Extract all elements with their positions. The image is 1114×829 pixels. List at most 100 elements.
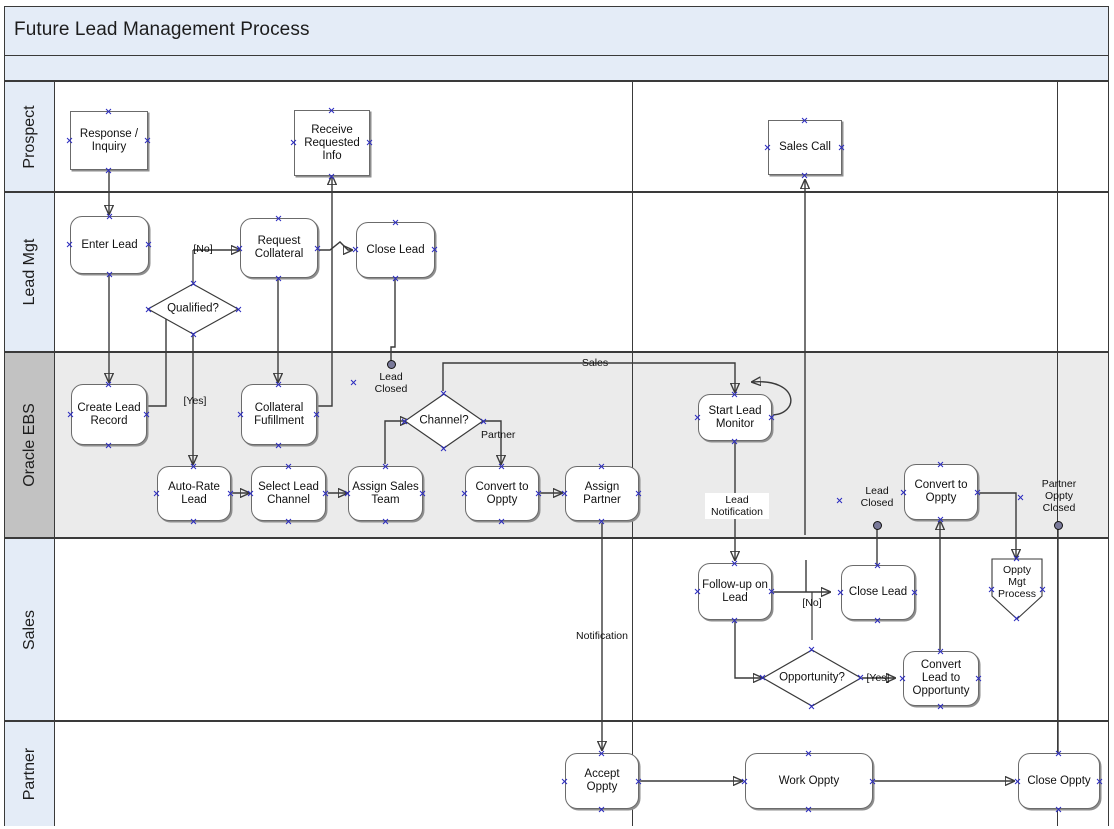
handle[interactable] — [535, 490, 542, 497]
handle[interactable] — [313, 411, 320, 418]
handle[interactable] — [764, 144, 771, 151]
handle[interactable] — [1013, 555, 1020, 562]
handle[interactable] — [190, 331, 197, 338]
handle[interactable] — [808, 703, 815, 710]
handle[interactable] — [741, 778, 748, 785]
handle[interactable] — [1017, 494, 1024, 501]
handle[interactable] — [352, 246, 359, 253]
handle[interactable] — [350, 379, 357, 386]
handle[interactable] — [598, 518, 605, 525]
handle[interactable] — [419, 490, 426, 497]
handle[interactable] — [874, 617, 881, 624]
handle[interactable] — [561, 490, 568, 497]
handle[interactable] — [275, 381, 282, 388]
handle[interactable] — [937, 703, 944, 710]
handle[interactable] — [801, 172, 808, 179]
handle[interactable] — [498, 518, 505, 525]
handle[interactable] — [247, 490, 254, 497]
handle[interactable] — [144, 137, 151, 144]
handle[interactable] — [874, 562, 881, 569]
handle[interactable] — [768, 414, 775, 421]
handle[interactable] — [937, 516, 944, 523]
handle[interactable] — [106, 271, 113, 278]
handle[interactable] — [275, 442, 282, 449]
handle[interactable] — [900, 489, 907, 496]
handle[interactable] — [440, 390, 447, 397]
node-response-inquiry[interactable]: Response /Inquiry — [70, 111, 148, 170]
handle[interactable] — [237, 411, 244, 418]
handle[interactable] — [190, 280, 197, 287]
handle[interactable] — [275, 275, 282, 282]
node-close-lead-lead-mgt[interactable]: Close Lead — [356, 222, 435, 278]
handle[interactable] — [328, 173, 335, 180]
handle[interactable] — [322, 490, 329, 497]
handle[interactable] — [440, 445, 447, 452]
handle[interactable] — [694, 414, 701, 421]
node-close-lead-sales[interactable]: Close Lead — [841, 565, 915, 620]
handle[interactable] — [805, 806, 812, 813]
handle[interactable] — [899, 675, 906, 682]
handle[interactable] — [911, 589, 918, 596]
handle[interactable] — [759, 674, 766, 681]
handle[interactable] — [836, 497, 843, 504]
handle[interactable] — [1013, 615, 1020, 622]
handle[interactable] — [731, 438, 738, 445]
handle[interactable] — [285, 518, 292, 525]
handle[interactable] — [561, 778, 568, 785]
node-channel-decision[interactable]: Channel? — [404, 393, 484, 449]
handle[interactable] — [461, 490, 468, 497]
handle[interactable] — [366, 139, 373, 146]
node-work-oppty[interactable]: Work Oppty — [745, 753, 873, 809]
handle[interactable] — [974, 489, 981, 496]
handle[interactable] — [145, 241, 152, 248]
handle[interactable] — [105, 442, 112, 449]
handle[interactable] — [105, 108, 112, 115]
handle[interactable] — [598, 463, 605, 470]
handle[interactable] — [145, 306, 152, 313]
handle[interactable] — [498, 463, 505, 470]
handle[interactable] — [392, 275, 399, 282]
handle[interactable] — [67, 411, 74, 418]
handle[interactable] — [731, 560, 738, 567]
handle[interactable] — [808, 646, 815, 653]
handle[interactable] — [937, 461, 944, 468]
handle[interactable] — [105, 167, 112, 174]
handle[interactable] — [1096, 778, 1103, 785]
handle[interactable] — [401, 418, 408, 425]
handle[interactable] — [635, 490, 642, 497]
node-close-oppty[interactable]: Close Oppty — [1018, 753, 1100, 809]
handle[interactable] — [143, 411, 150, 418]
handle[interactable] — [801, 117, 808, 124]
handle[interactable] — [731, 617, 738, 624]
handle[interactable] — [768, 588, 775, 595]
handle[interactable] — [838, 144, 845, 151]
handle[interactable] — [314, 245, 321, 252]
handle[interactable] — [805, 750, 812, 757]
handle[interactable] — [937, 648, 944, 655]
node-qualified-decision[interactable]: Qualified? — [147, 283, 239, 335]
handle[interactable] — [988, 586, 995, 593]
handle[interactable] — [392, 219, 399, 226]
handle[interactable] — [598, 750, 605, 757]
handle[interactable] — [1039, 586, 1046, 593]
handle[interactable] — [975, 675, 982, 682]
handle[interactable] — [106, 213, 113, 220]
node-sales-call[interactable]: Sales Call — [768, 120, 842, 175]
handle[interactable] — [431, 246, 438, 253]
node-enter-lead[interactable]: Enter Lead — [70, 216, 149, 274]
handle[interactable] — [190, 518, 197, 525]
handle[interactable] — [105, 381, 112, 388]
handle[interactable] — [328, 107, 335, 114]
handle[interactable] — [837, 589, 844, 596]
